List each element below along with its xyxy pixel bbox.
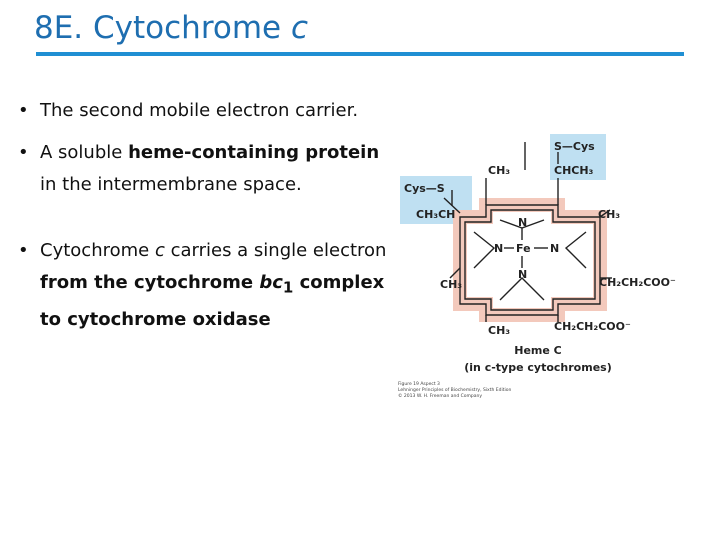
bullet-list: • The second mobile electron carrier. • … <box>18 95 398 336</box>
bullet-1: • The second mobile electron carrier. <box>18 95 398 127</box>
label-ch3-left: CH₃ <box>440 278 462 291</box>
label-n-bottom: N <box>518 268 527 281</box>
heme-ring-bonds <box>443 142 612 322</box>
figure-credit-3: © 2013 W. H. Freeman and Company <box>398 392 482 399</box>
bullet-dot: • <box>18 240 29 261</box>
label-ch2ch2coo-bottom: CH₂CH₂COO⁻ <box>554 320 631 333</box>
slide-title-italic: c <box>290 10 309 46</box>
diagram-caption-type: (in c-type cytochromes) <box>464 361 611 374</box>
label-fe: Fe <box>516 242 531 255</box>
cys-highlight-top <box>550 134 606 180</box>
heme-c-diagram: S—Cys CHCH₃ CH₃ Cys—S CH₃CH CH₃ N N Fe N… <box>398 134 676 399</box>
bullet-2-bold: heme-containing protein <box>128 142 380 163</box>
slide-title-text: 8E. Cytochrome <box>34 10 291 46</box>
bullet-1-text: The second mobile electron carrier. <box>40 100 359 121</box>
diagram-caption-heme-c: Heme C <box>514 344 562 357</box>
bullet-3-t2: carries a single electron <box>164 240 387 261</box>
label-ch3-right-top: CH₃ <box>598 208 620 221</box>
label-chch3: CHCH₃ <box>554 164 594 177</box>
title-underline <box>36 52 684 56</box>
label-s-cys: S—Cys <box>554 140 595 153</box>
bullet-dot: • <box>18 100 29 121</box>
label-ch3ch: CH₃CH <box>416 208 455 221</box>
bullet-3-bold-italic: bc <box>259 272 283 293</box>
label-n-left: N <box>494 242 503 255</box>
figure-credit-2: Lehninger Principles of Biochemistry, Si… <box>398 387 511 393</box>
bullet-2: • A soluble heme-containing protein in t… <box>18 137 398 201</box>
label-ch3-bottom: CH₃ <box>488 324 510 337</box>
label-n-top: N <box>518 216 527 229</box>
bullet-2-pre: A soluble <box>40 142 129 163</box>
bullet-dot: • <box>18 142 29 163</box>
bullet-2-post: in the intermembrane space. <box>40 174 302 195</box>
figure-credit-1: Figure 19 Aspect 3 <box>398 381 440 387</box>
label-n-right: N <box>550 242 559 255</box>
bullet-3-bold1: from the cytochrome <box>40 272 260 293</box>
label-ch3-top: CH₃ <box>488 164 510 177</box>
bullet-3-t1: Cytochrome <box>40 240 155 261</box>
bullet-3-italic: c <box>154 240 165 261</box>
bullet-3-bold2: complex to cytochrome oxidase <box>40 272 385 330</box>
label-ch2ch2coo-right: CH₂CH₂COO⁻ <box>599 276 676 289</box>
slide-title: 8E. Cytochrome c <box>34 10 308 46</box>
label-cys-s: Cys—S <box>404 182 445 195</box>
bullet-3: • Cytochrome c carries a single electron… <box>18 235 398 336</box>
bullet-3-subscript: 1 <box>282 278 294 297</box>
